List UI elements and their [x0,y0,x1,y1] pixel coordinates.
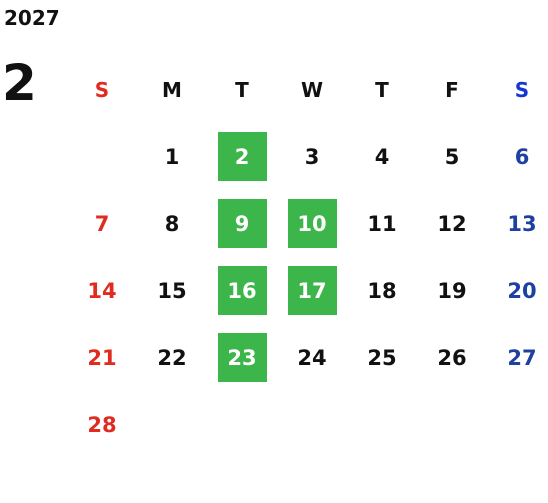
day-cell[interactable]: 4 [374,144,390,169]
calendar-grid: S M T W T F S 1 2 3 4 5 6 7 8 9 10 11 12… [67,56,548,458]
day-cell[interactable]: 24 [297,345,327,370]
weekday-saturday: S [514,77,530,102]
weekday-thursday: T [375,77,389,102]
day-cell[interactable]: 6 [514,144,530,169]
day-cell[interactable]: 12 [437,211,467,236]
day-cell[interactable]: 7 [94,211,110,236]
day-cell[interactable]: 19 [437,278,467,303]
weekday-monday: M [162,77,182,102]
day-cell-highlighted[interactable]: 17 [277,257,347,324]
day-cell[interactable]: 20 [507,278,537,303]
day-cell[interactable]: 26 [437,345,467,370]
day-cell[interactable]: 8 [164,211,180,236]
day-cell[interactable]: 1 [164,144,180,169]
day-cell[interactable]: 3 [304,144,320,169]
day-cell[interactable]: 22 [157,345,187,370]
day-cell [207,391,277,458]
day-cell-highlighted[interactable]: 9 [207,190,277,257]
year-label: 2027 [4,6,60,30]
day-cell[interactable]: 15 [157,278,187,303]
day-cell[interactable]: 14 [87,278,117,303]
day-cell[interactable]: 5 [444,144,460,169]
weekday-sunday: S [94,77,110,102]
day-cell [347,391,417,458]
day-cell-highlighted[interactable]: 23 [207,324,277,391]
day-cell[interactable]: 18 [367,278,397,303]
day-cell [277,391,347,458]
day-cell [417,391,487,458]
day-cell[interactable]: 27 [507,345,537,370]
month-number: 2 [2,54,37,112]
day-cell-highlighted[interactable]: 16 [207,257,277,324]
weekday-tuesday: T [235,77,249,102]
day-cell[interactable]: 25 [367,345,397,370]
day-cell[interactable]: 13 [507,211,537,236]
day-cell-highlighted[interactable]: 2 [207,123,277,190]
day-cell [67,123,137,190]
day-cell[interactable]: 11 [367,211,397,236]
day-cell[interactable]: 28 [87,412,117,437]
day-cell [487,391,548,458]
day-cell [137,391,207,458]
weekday-friday: F [445,77,459,102]
day-cell[interactable]: 21 [87,345,117,370]
day-cell-highlighted[interactable]: 10 [277,190,347,257]
weekday-wednesday: W [300,77,324,102]
